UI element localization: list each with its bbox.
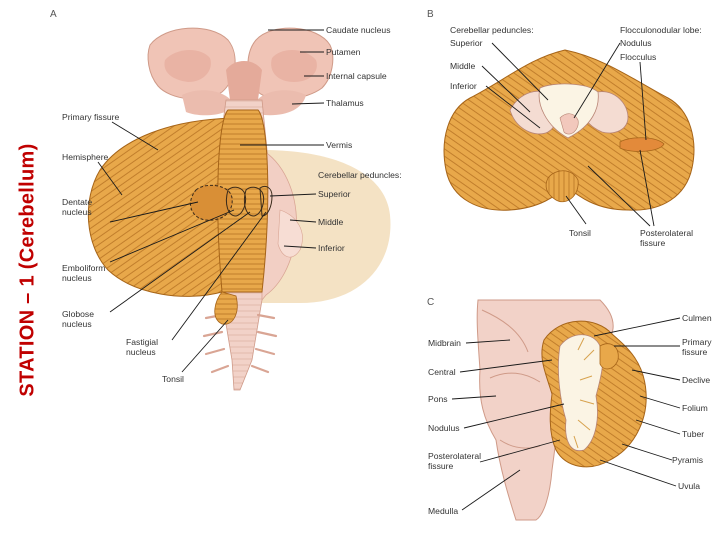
- panel-b-labels: Cerebellar peduncles: Superior Middle In…: [450, 25, 702, 248]
- label-vermis: Vermis: [326, 140, 352, 150]
- label-inferior-b: Inferior: [450, 81, 477, 91]
- label-flocculonodular: Flocculonodular lobe:: [620, 25, 702, 35]
- label-medulla: Medulla: [428, 506, 458, 516]
- label-central: Central: [428, 367, 456, 377]
- label-nodulus-c: Nodulus: [428, 423, 460, 433]
- label-posterolateral-b-2: fissure: [640, 238, 666, 248]
- label-flocculus: Flocculus: [620, 52, 656, 62]
- label-peduncles-b: Cerebellar peduncles:: [450, 25, 534, 35]
- label-posterolateral-b-1: Posterolateral: [640, 228, 693, 238]
- label-emboliform-2: nucleus: [62, 273, 92, 283]
- label-nodulus-b: Nodulus: [620, 38, 652, 48]
- label-middle-b: Middle: [450, 61, 476, 71]
- label-primary-c-2: fissure: [682, 347, 708, 357]
- label-dentate-1: Dentate: [62, 197, 92, 207]
- label-pons: Pons: [428, 394, 448, 404]
- peduncle-background: [262, 150, 391, 303]
- label-pyramis: Pyramis: [672, 455, 703, 465]
- panel-a-letter: A: [50, 9, 57, 20]
- label-tonsil-a: Tonsil: [162, 374, 184, 384]
- panel-c-labels: Midbrain Central Pons Nodulus Posterolat…: [428, 313, 712, 516]
- cerebellum-anterior-view: [443, 49, 695, 211]
- label-primary-fissure: Primary fissure: [62, 112, 120, 122]
- label-tonsil-b: Tonsil: [569, 228, 591, 238]
- label-middle-a: Middle: [318, 217, 344, 227]
- panel-a: A: [50, 9, 402, 391]
- label-putamen: Putamen: [326, 47, 361, 57]
- panel-b: B Cerebellar peduncles: Superior Middle …: [427, 9, 702, 248]
- label-uvula: Uvula: [678, 481, 700, 491]
- label-fastigial-1: Fastigial: [126, 337, 158, 347]
- label-peduncles-a: Cerebellar peduncles:: [318, 170, 402, 180]
- label-globose-1: Globose: [62, 309, 94, 319]
- label-midbrain: Midbrain: [428, 338, 461, 348]
- cerebellum-sagittal: [541, 320, 647, 468]
- panel-c-letter: C: [427, 297, 434, 308]
- label-hemisphere: Hemisphere: [62, 152, 109, 162]
- label-inferior-a: Inferior: [318, 243, 345, 253]
- label-primary-c-1: Primary: [682, 337, 712, 347]
- label-caudate-nucleus: Caudate nucleus: [326, 25, 391, 35]
- panel-a-labels: Caudate nucleus Putamen Internal capsule…: [62, 25, 402, 384]
- label-superior-a: Superior: [318, 189, 351, 199]
- label-thalamus: Thalamus: [326, 98, 364, 108]
- label-declive: Declive: [682, 375, 710, 385]
- label-dentate-2: nucleus: [62, 207, 92, 217]
- label-superior-b: Superior: [450, 38, 483, 48]
- basal-ganglia: [147, 27, 334, 116]
- label-folium: Folium: [682, 403, 708, 413]
- panel-c: C Midbrain Central Pons Nodulus Pos: [427, 297, 712, 521]
- label-culmen: Culmen: [682, 313, 712, 323]
- panel-b-letter: B: [427, 9, 434, 20]
- label-globose-2: nucleus: [62, 319, 92, 329]
- label-posterolateral-c-2: fissure: [428, 461, 454, 471]
- cerebellum-posterior-view: [87, 109, 273, 325]
- label-internal-capsule: Internal capsule: [326, 71, 387, 81]
- label-emboliform-1: Emboliform: [62, 263, 105, 273]
- label-tuber: Tuber: [682, 429, 704, 439]
- label-posterolateral-c-1: Posterolateral: [428, 451, 481, 461]
- label-fastigial-2: nucleus: [126, 347, 156, 357]
